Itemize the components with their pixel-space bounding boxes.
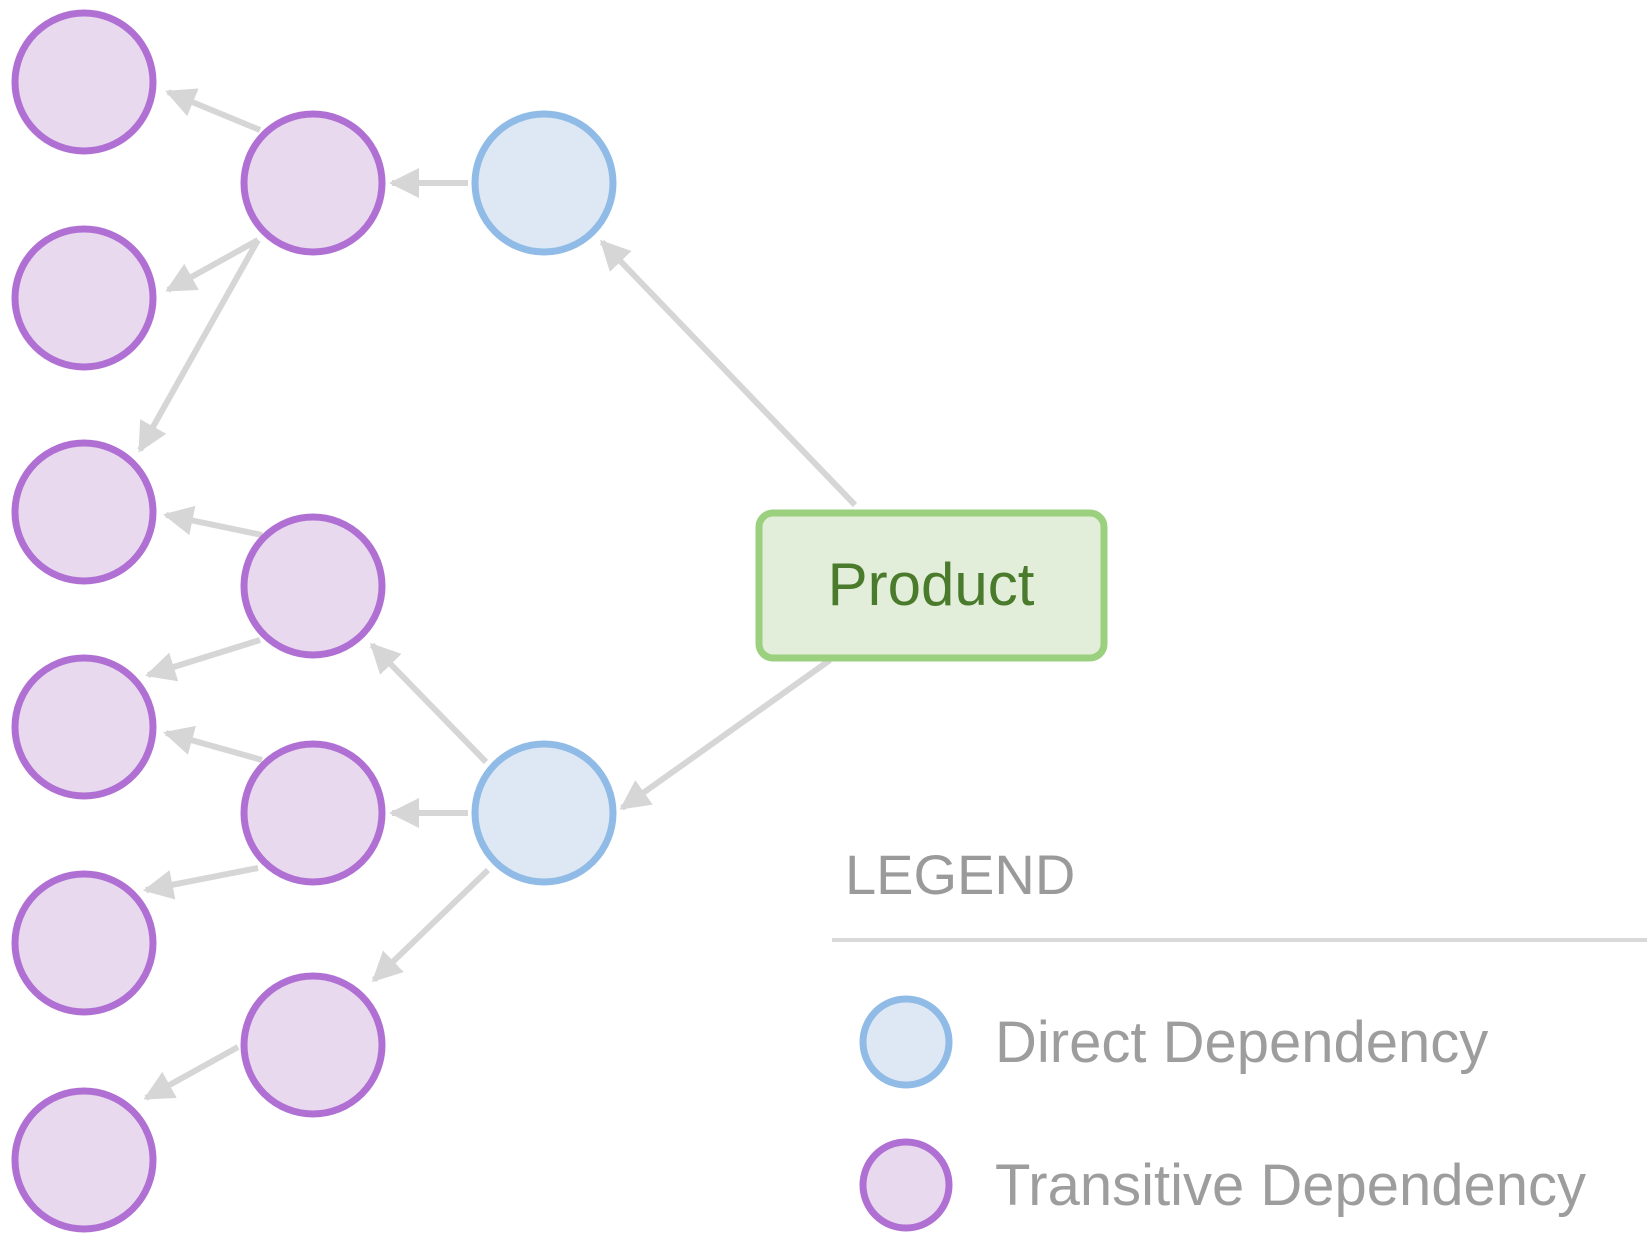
edge-direct-bottom-to-transitive-4 — [371, 867, 491, 983]
transitive-node — [11, 1087, 157, 1233]
legend-direct-swatch — [859, 995, 953, 1089]
transitive-node — [240, 972, 386, 1118]
direct-dependency-node — [471, 110, 617, 256]
transitive-node — [11, 870, 157, 1016]
legend-direct-label: Direct Dependency — [995, 1010, 1488, 1075]
legend: LEGEND Direct Dependency Transitive Depe… — [832, 843, 1647, 1232]
direct-dependency-node — [471, 740, 617, 886]
transitive-node — [11, 654, 157, 800]
edge-transitive-1-to-leaf-3 — [137, 238, 261, 453]
edge-transitive-3-to-leaf-5 — [143, 865, 259, 900]
legend-transitive-label: Transitive Dependency — [995, 1153, 1586, 1218]
middle-transitive-nodes — [240, 110, 386, 1118]
transitive-node — [11, 439, 157, 585]
product-box — [755, 509, 1108, 662]
product-node: Product — [755, 509, 1108, 662]
leaf-nodes — [11, 9, 157, 1233]
edges — [137, 88, 858, 1101]
transitive-node — [11, 9, 157, 155]
legend-transitive-swatch — [859, 1138, 953, 1232]
transitive-node — [240, 740, 386, 886]
direct-nodes — [471, 110, 617, 886]
edge-product-to-direct-top — [599, 239, 858, 508]
edge-transitive-2-to-leaf-4 — [145, 637, 261, 682]
edge-product-to-direct-bottom — [619, 657, 832, 811]
transitive-node — [11, 225, 157, 371]
edge-direct-bottom-to-transitive-2 — [369, 642, 489, 765]
edge-transitive-2-to-leaf-3 — [163, 505, 263, 538]
product-label: Product — [828, 551, 1035, 618]
edge-transitive-1-to-leaf-1 — [165, 88, 262, 133]
transitive-node — [240, 110, 386, 256]
legend-title: LEGEND — [845, 843, 1075, 906]
transitive-node — [240, 513, 386, 659]
edge-transitive-4-to-leaf-6 — [143, 1044, 240, 1101]
edge-transitive-3-to-leaf-4 — [163, 725, 263, 763]
edge-transitive-1-to-leaf-2 — [165, 237, 260, 293]
